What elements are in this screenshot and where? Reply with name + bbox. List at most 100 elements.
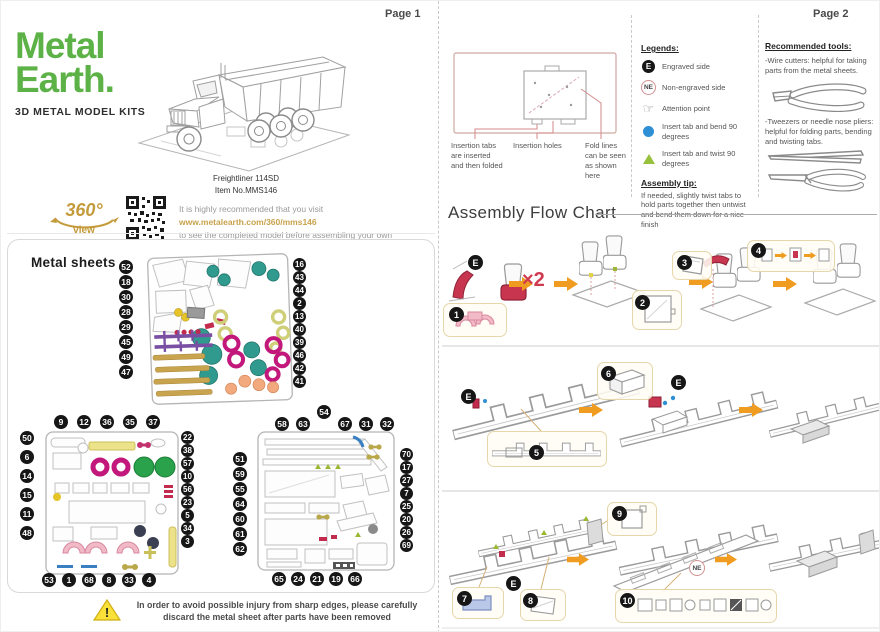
engraved-badge: E [468, 255, 483, 270]
insertion-tabs-label: Insertion tabs are inserted and then fol… [451, 141, 503, 170]
part-number-badge: 56 [181, 483, 194, 496]
part-number-badge: 11 [20, 507, 34, 521]
engraved-badge-icon: E [642, 60, 655, 73]
part-number-badge: 18 [119, 275, 133, 289]
step-badge-4: 4 [751, 243, 766, 258]
badge-360-view-icon: 360° view [50, 200, 119, 236]
part-number-badge: 70 [400, 448, 413, 461]
part-number-badge: 16 [293, 258, 306, 271]
product-name: Freightliner 114SD [212, 174, 280, 183]
part-number-badge: 69 [400, 539, 413, 552]
part-number-badge: 20 [400, 513, 413, 526]
part-number-badge: 37 [146, 415, 160, 429]
flow-row-divider-2 [442, 490, 879, 492]
part-number-badge: 21 [310, 572, 324, 586]
part-number-badge: 49 [119, 350, 133, 364]
part-number-badge: 62 [233, 542, 247, 556]
badge-view-text: view [73, 225, 95, 236]
part-number-badge: 2 [293, 297, 306, 310]
part-number-badge: 12 [77, 415, 91, 429]
step-badge-10: 10 [620, 593, 635, 608]
tools-item-tweezers: -Tweezers or needle nose pliers: helpful… [765, 116, 874, 146]
tools-section: Recommended tools: -Wire cutters: helpfu… [765, 41, 877, 193]
part-number-badge: 36 [100, 415, 114, 429]
part-number-badge: 26 [400, 526, 413, 539]
insertion-holes-label: Insertion holes [513, 141, 562, 150]
legend-item-engraved: E Engraved side [641, 60, 754, 73]
insertion-diagram [453, 52, 617, 139]
legend-item-attention: ☞ Attention point [642, 101, 710, 116]
engraved-badge: E [461, 389, 476, 404]
metal-sheet-3 [257, 431, 395, 571]
non-engraved-badge-icon: NE [641, 80, 656, 95]
part-number-badge: 30 [119, 290, 133, 304]
flow-row-1 [448, 235, 877, 322]
metal-sheets-title: Metal sheets [31, 255, 116, 270]
part-number-badge: 29 [119, 320, 133, 334]
twist-triangle-icon [642, 153, 655, 164]
part-number-badge: 6 [20, 450, 34, 464]
qr-code-icon [125, 195, 167, 241]
part-number-badge: 22 [181, 431, 194, 444]
part-number-badge: 10 [181, 470, 194, 483]
logo-line1: Metal [15, 25, 106, 66]
part-number-badge: 40 [293, 323, 306, 336]
part-number-badge: 43 [293, 271, 306, 284]
flow-inset-5 [487, 431, 607, 467]
part-number-badge: 24 [291, 572, 305, 586]
promo-line1: It is highly recommended that you visit [179, 204, 324, 214]
part-number-badge: 58 [275, 417, 289, 431]
metal-sheet-1 [147, 253, 293, 405]
legend-item-twist: Insert tab and twist 90 degrees [641, 149, 754, 169]
part-number-badge: 9 [54, 415, 68, 429]
part-number-badge: 34 [181, 522, 194, 535]
tools-divider [758, 15, 759, 197]
assembly-tip-title: Assembly tip: [641, 177, 697, 188]
warning-text: In order to avoid possible injury from s… [136, 600, 418, 623]
part-number-badge: 45 [119, 335, 133, 349]
part-number-badge: 17 [400, 461, 413, 474]
flow-row-divider-3 [442, 627, 879, 629]
part-number-badge: 32 [380, 417, 394, 431]
part-number-badge: 1 [62, 573, 76, 587]
truck-illustration [137, 56, 351, 172]
part-number-badge: 42 [293, 362, 306, 375]
step-badge-1: 1 [449, 307, 464, 322]
promo-text: It is highly recommended that you visit … [179, 203, 434, 241]
metal-sheet-2 [45, 431, 179, 575]
part-number-badge: 52 [119, 260, 133, 274]
brand-logo: Metal Earth. 3D METAL MODEL KITS [15, 25, 145, 118]
legends-section: Legends: E Engraved side NE Non-engraved… [641, 43, 754, 230]
part-number-badge: 27 [400, 474, 413, 487]
page2-label: Page 2 [813, 8, 849, 20]
warning-triangle-icon: ! [93, 598, 121, 621]
attention-hand-icon: ☞ [642, 101, 655, 116]
part-number-badge: 23 [181, 496, 194, 509]
part-number-badge: 50 [20, 431, 34, 445]
part-number-badge: 33 [122, 573, 136, 587]
metal-sheets-panel [7, 239, 435, 593]
page-divider [438, 1, 439, 631]
tools-item-wire-cutters: -Wire cutters: helpful for taking parts … [765, 56, 867, 75]
part-number-badge: 54 [317, 405, 331, 419]
part-number-badge: 38 [181, 444, 194, 457]
part-number-badge: 48 [20, 526, 34, 540]
step-badge-8: 8 [523, 593, 538, 608]
flow-row-divider-1 [442, 345, 879, 347]
legend-item-non-engraved: NE Non-engraved side [641, 80, 754, 95]
step-badge-7: 7 [457, 591, 472, 606]
flow-row-2 [448, 370, 879, 448]
part-number-badge: 5 [181, 509, 194, 522]
svg-text:!: ! [105, 605, 109, 620]
part-number-badge: 60 [233, 512, 247, 526]
part-number-badge: 25 [400, 500, 413, 513]
part-number-badge: 53 [42, 573, 56, 587]
part-number-badge: 55 [233, 482, 247, 496]
